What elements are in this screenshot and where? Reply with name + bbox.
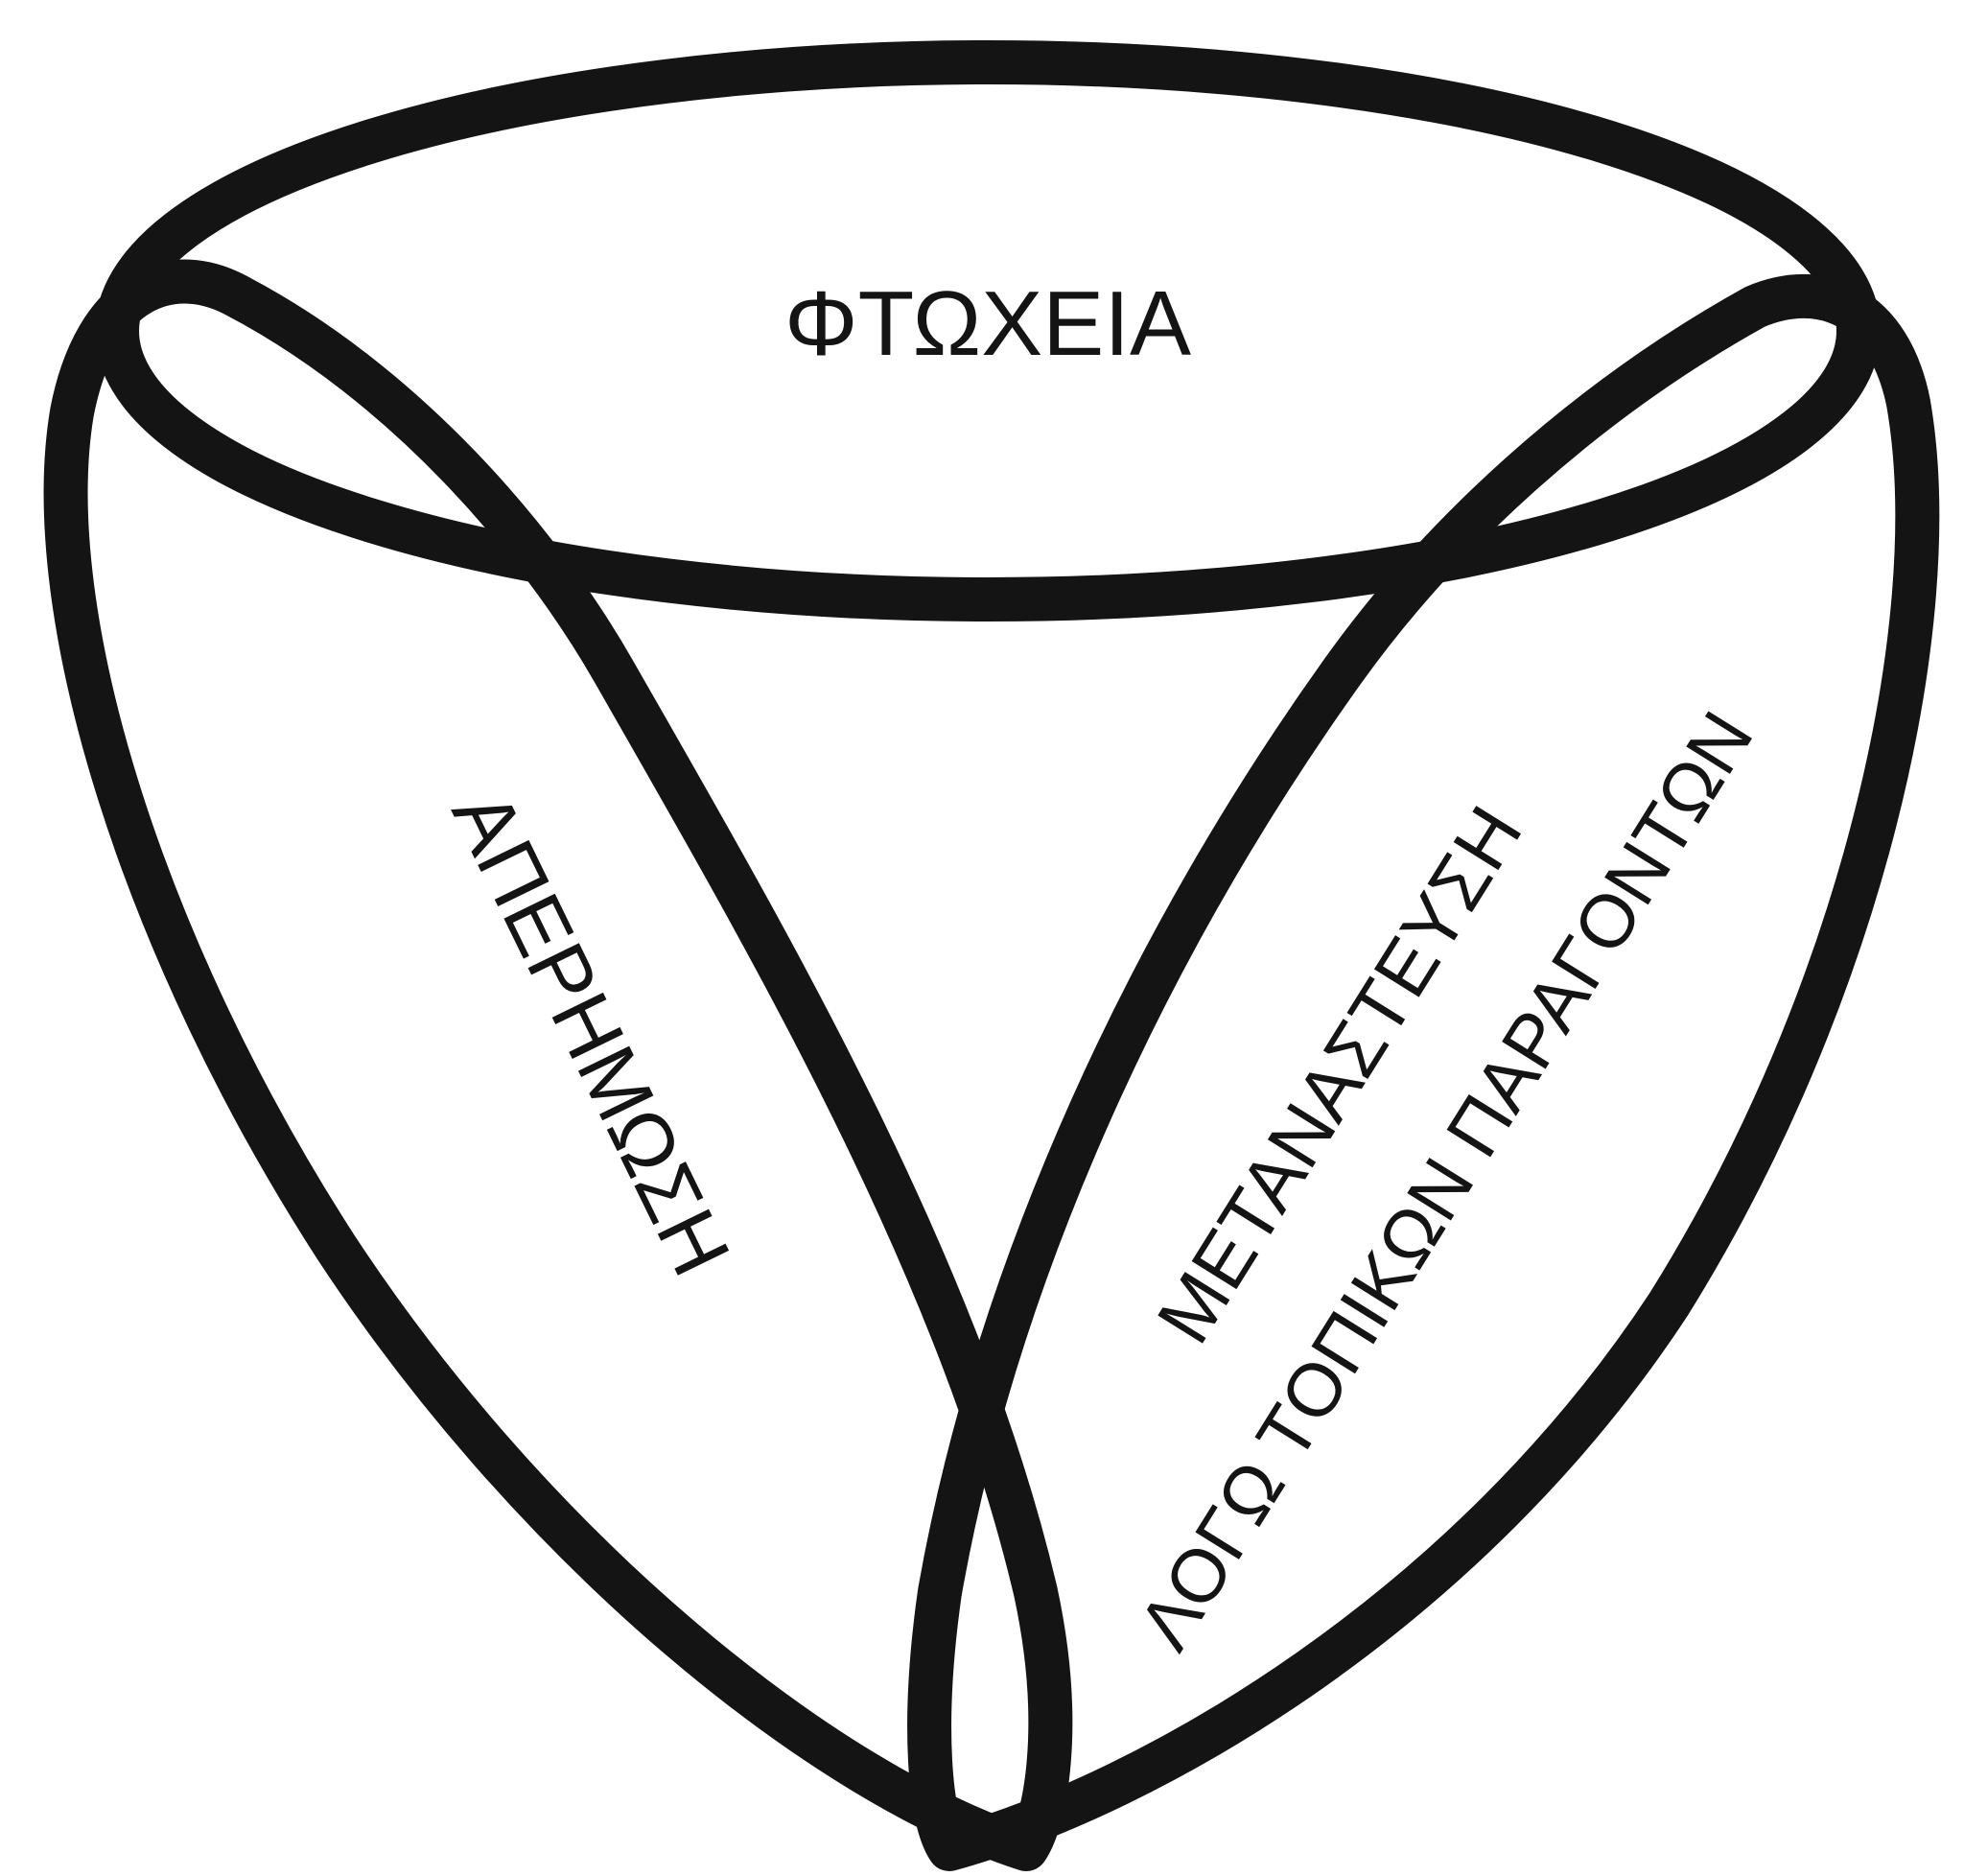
- label-poverty: ΦΤΩΧΕΙΑ: [784, 272, 1191, 375]
- right-loop: [929, 296, 1917, 1849]
